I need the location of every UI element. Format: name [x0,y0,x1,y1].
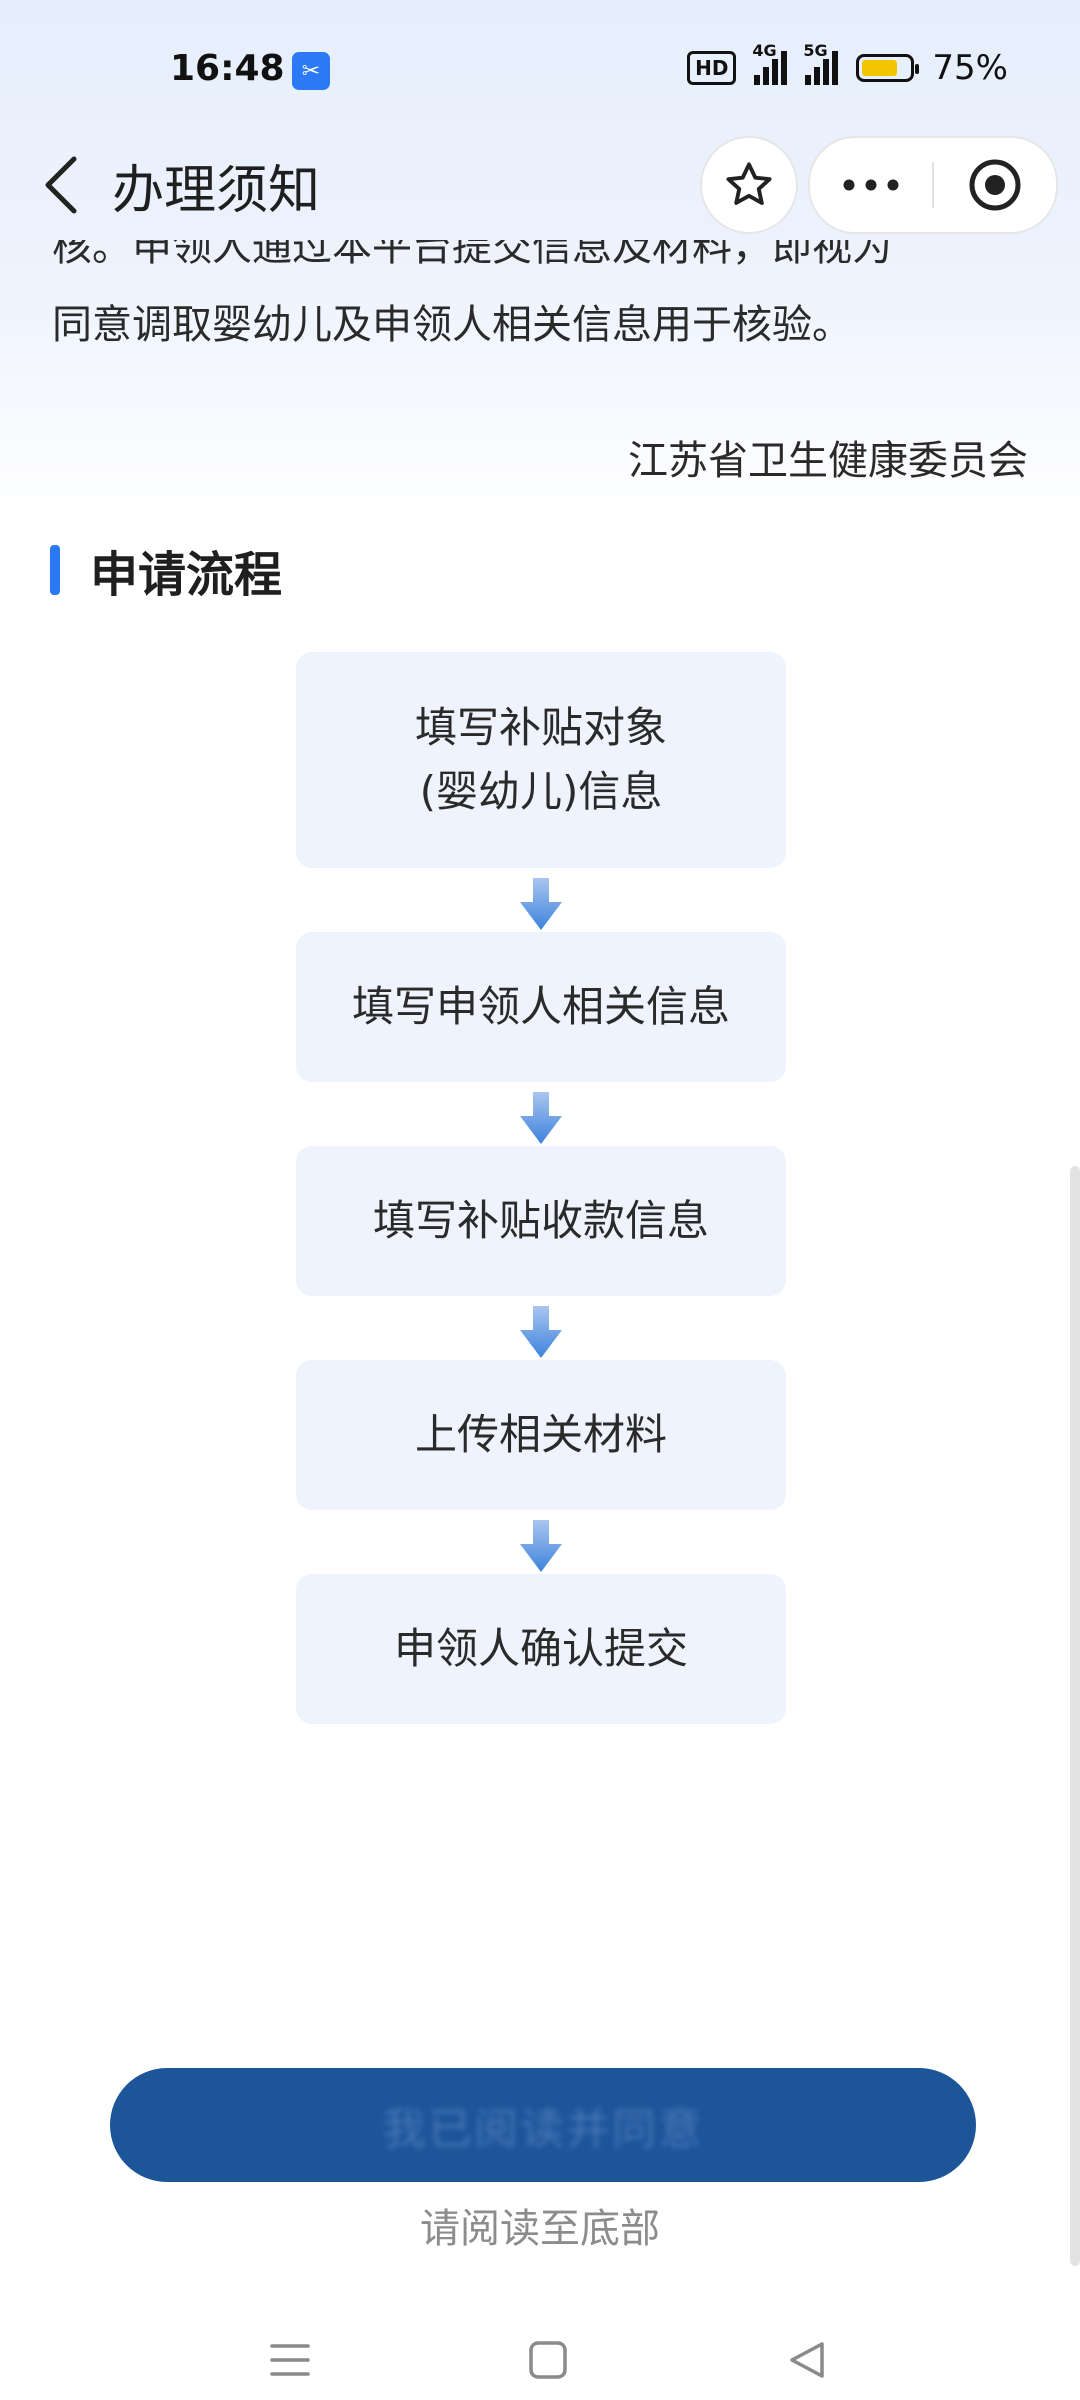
flow-step-label: 填写补贴收款信息 [372,1196,709,1245]
mini-program-capsule [808,136,1058,234]
flow-step-label: 填写补贴对象 (婴幼儿)信息 [414,703,667,816]
more-button[interactable] [810,178,932,192]
star-icon [726,162,772,205]
flow-step-label: 上传相关材料 [414,1410,667,1459]
battery-icon [856,54,920,82]
agree-button-label: 我已阅读并同意 [382,2104,704,2155]
page-title: 办理须知 [112,161,321,221]
flow-step-2: 填写申领人相关信息 [296,932,786,1082]
flow-step-label: 填写申领人相关信息 [351,982,730,1031]
down-arrow-icon [520,1306,562,1358]
flow-step-5: 申领人确认提交 [296,1574,786,1724]
back-arrow-icon [45,156,77,214]
flow-step-3: 填写补贴收款信息 [296,1146,786,1296]
close-mini-program-button[interactable] [934,158,1056,212]
back-icon [790,2342,824,2378]
notice-text: 同意调取婴幼儿及申领人相关信息用于核验。 [52,302,852,348]
capsule-divider [932,162,934,208]
flow-step-1: 填写补贴对象 (婴幼儿)信息 [296,652,786,868]
read-hint: 请阅读至底部 [420,2206,660,2252]
recent-apps-button[interactable] [260,2330,320,2390]
flow-step-4: 上传相关材料 [296,1360,786,1510]
status-bar: 16:48 ✂ HD 4G 5G 75% [0,0,1080,140]
network-5g-label: 5G [803,41,828,60]
agree-button[interactable]: 我已阅读并同意 [110,2068,976,2182]
section-title: 申请流程 [90,547,283,603]
close-target-icon [969,159,1021,211]
scissors-icon: ✂ [292,52,330,90]
down-arrow-icon [520,1092,562,1144]
signal-4g-icon: 4G [752,41,788,85]
home-icon [529,2341,567,2379]
down-arrow-icon [520,878,562,930]
down-arrow-icon [520,1520,562,1572]
notice-clip: 核。申领人通过本平台提交信息及材料，即视为 [0,240,1080,360]
more-icon [843,179,899,191]
back-button[interactable] [30,152,90,218]
section-accent-bar [50,545,60,595]
status-indicators: HD 4G 5G 75% [687,41,1008,88]
flow-step-label: 申领人确认提交 [393,1624,688,1673]
hd-badge: HD [687,51,737,85]
status-time: 16:48 [170,48,285,89]
battery-percent: 75% [932,48,1008,88]
network-4g-label: 4G [752,41,777,60]
signal-5g-icon: 5G [803,41,839,85]
system-back-button[interactable] [776,2330,836,2390]
system-nav-bar [0,2300,1080,2400]
menu-icon [270,2344,310,2376]
nav-bar: 办理须知 [0,130,1080,240]
favorite-button[interactable] [700,136,798,234]
home-button[interactable] [518,2330,578,2390]
scrollbar[interactable] [1070,1166,1080,2266]
notice-partial-line: 核。申领人通过本平台提交信息及材料，即视为 [52,240,892,270]
section-heading: 申请流程 [50,540,282,603]
notice-signature: 江苏省卫生健康委员会 [628,438,1028,484]
header-background [0,0,1080,520]
